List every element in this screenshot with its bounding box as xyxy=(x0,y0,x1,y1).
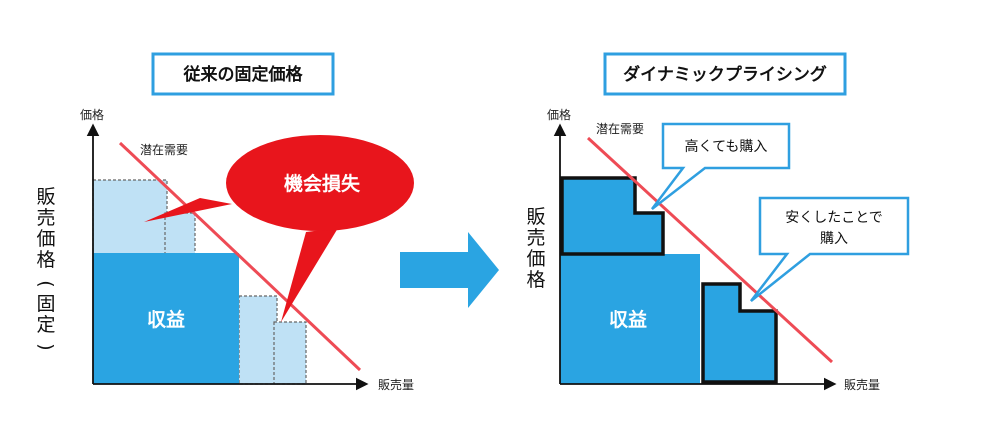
lost-sales-area-high-step xyxy=(164,212,196,255)
right-panel: ダイナミックプライシング 販 売 価 格 収益 潜在需要 価格 販売量 高くても… xyxy=(526,52,910,392)
svg-text:販: 販 xyxy=(526,206,545,228)
right-title-box xyxy=(603,52,847,96)
lost-sales-area-high xyxy=(92,179,168,255)
lost-sales-area-low-step xyxy=(273,321,307,385)
left-panel: 従来の固定価格 販 売 価 格 ( 固 定 ) 収益 潜在需要 価格 販売量 xyxy=(35,52,414,392)
callout-low-price-line2: 購入 xyxy=(820,231,848,247)
svg-text:売: 売 xyxy=(526,227,545,249)
callout-low-price: 安くしたことで 購入 xyxy=(750,196,910,302)
svg-text:価: 価 xyxy=(526,248,545,270)
left-revenue-block xyxy=(93,253,239,384)
right-revenue-label: 収益 xyxy=(609,308,647,331)
right-arrow-icon xyxy=(400,232,499,308)
right-revenue-block xyxy=(560,254,700,384)
callout-high-price: 高くても購入 xyxy=(651,122,791,210)
lost-sales-area-low xyxy=(238,295,278,385)
left-x-axis-label: 販売量 xyxy=(378,377,414,392)
high-price-captured-area xyxy=(560,176,665,256)
svg-text:格: 格 xyxy=(36,249,55,271)
svg-text:): ) xyxy=(35,343,57,350)
left-demand-label: 潜在需要 xyxy=(140,143,188,157)
svg-text:販: 販 xyxy=(36,186,55,208)
callout-high-price-text: 高くても購入 xyxy=(685,138,768,155)
left-y-axis-big-label: 販 売 価 格 ( 固 定 ) xyxy=(35,186,57,351)
left-demand-line xyxy=(118,141,362,372)
svg-text:価: 価 xyxy=(36,228,55,250)
svg-text:売: 売 xyxy=(36,207,55,229)
left-revenue-label: 収益 xyxy=(147,308,185,331)
left-title: 従来の固定価格 xyxy=(183,64,304,85)
right-y-axis-big-label: 販 売 価 格 xyxy=(526,206,545,291)
opportunity-loss-bubble: 機会損失 xyxy=(144,135,414,322)
right-title: ダイナミックプライシング xyxy=(623,64,827,85)
callout-low-price-line1: 安くしたことで xyxy=(785,210,883,226)
svg-text:格: 格 xyxy=(526,269,545,291)
svg-text:定: 定 xyxy=(36,314,55,336)
left-y-axis-small-label: 価格 xyxy=(80,107,104,122)
right-demand-label: 潜在需要 xyxy=(596,122,644,136)
svg-text:固: 固 xyxy=(36,293,55,315)
right-x-axis-label: 販売量 xyxy=(844,377,880,392)
svg-text:(: ( xyxy=(35,280,57,287)
right-y-axis-small-label: 価格 xyxy=(547,107,571,122)
left-title-box xyxy=(151,52,335,96)
right-demand-line xyxy=(586,136,834,364)
opportunity-loss-label: 機会損失 xyxy=(284,172,361,195)
